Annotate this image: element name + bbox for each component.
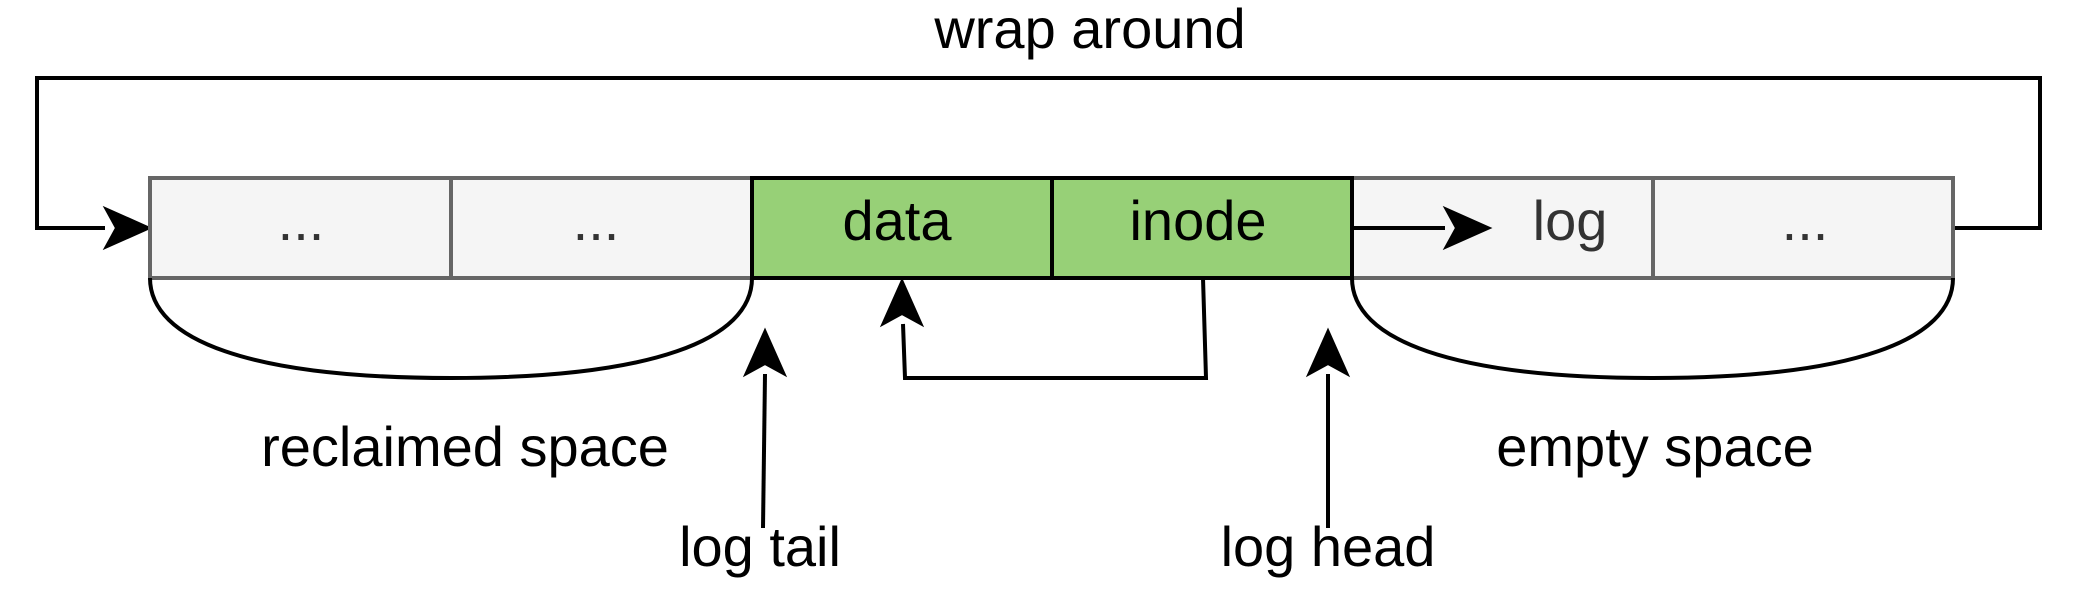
- reclaimed-space-brace: [148, 277, 754, 381]
- block-empty-2-label: ...: [1782, 189, 1829, 252]
- log-head-arrowhead: [1305, 327, 1351, 378]
- empty-space-brace: [1350, 277, 1955, 381]
- log-tail-label: log tail: [679, 515, 841, 578]
- log-head-label: log head: [1221, 515, 1436, 578]
- block-empty-2: [1651, 176, 1955, 280]
- wrap-around-arrowhead: [102, 205, 153, 251]
- empty-space-label: empty space: [1496, 415, 1814, 478]
- block-inode-label: inode: [1129, 189, 1266, 252]
- inode-to-data-pointer: [901, 277, 1209, 380]
- wrap-around-connector: [35, 76, 2042, 230]
- wrap-around-label: wrap around: [933, 0, 1245, 60]
- block-reclaimed-2: [449, 176, 754, 280]
- reclaimed-space-label: reclaimed space: [261, 415, 669, 478]
- log-blocks: ... ... data inode log ...: [148, 176, 1955, 280]
- inode-to-data-arrowhead: [879, 277, 925, 328]
- log-tail-line: [761, 373, 767, 529]
- log-tail-arrowhead: [742, 327, 788, 378]
- append-arrowhead: [1442, 205, 1493, 251]
- block-reclaimed-1-label: ...: [278, 189, 325, 252]
- block-log-label: log: [1533, 189, 1608, 252]
- block-reclaimed-2-label: ...: [573, 189, 620, 252]
- block-data-label: data: [843, 189, 953, 252]
